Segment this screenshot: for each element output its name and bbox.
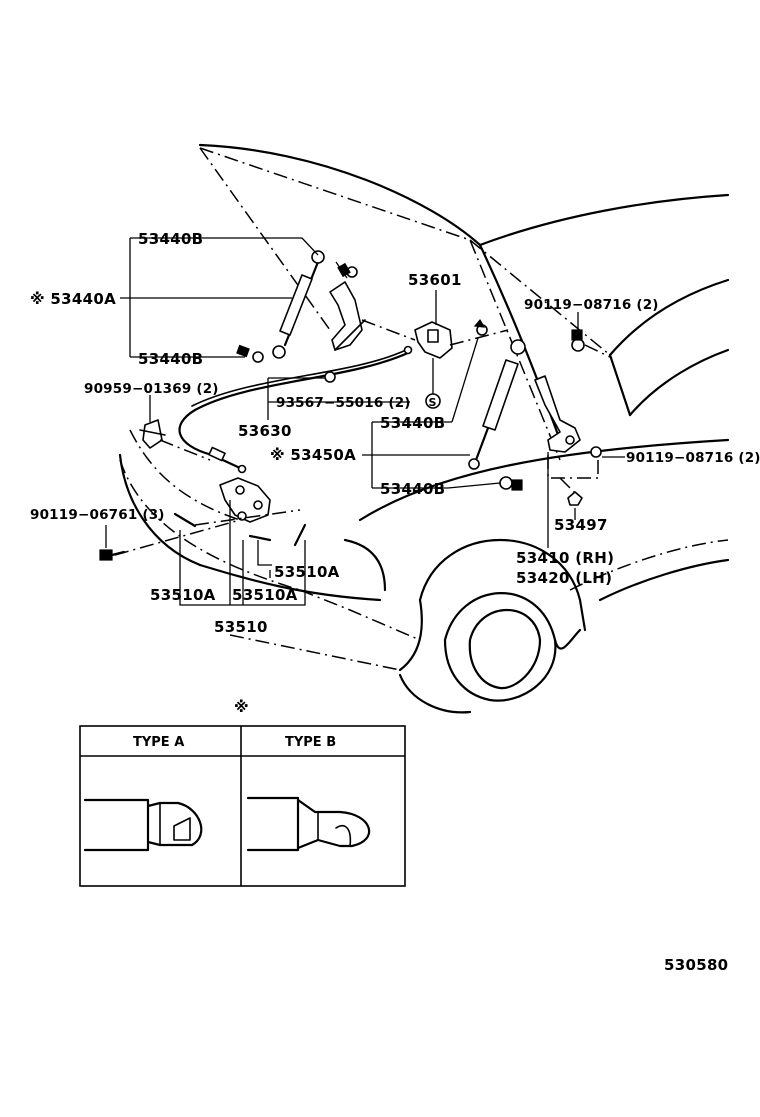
bolt-90119-08716-top [571, 329, 585, 352]
label-90119-08716-right: 90119−08716 (2) [626, 450, 760, 466]
part-labels: 53440B ※ 53440A 53440B 90959−01369 (2) 9… [30, 230, 760, 636]
label-53630: 53630 [238, 422, 292, 440]
s-mark-circle [425, 393, 441, 409]
label-53510a-right: 53510A [274, 563, 340, 581]
bolt-90119-06761 [99, 549, 126, 561]
type-b-rod-end [246, 796, 371, 852]
washer-53497 [567, 491, 583, 506]
label-53450a: ※ 53450A [270, 446, 356, 464]
type-a-rod-end [83, 798, 203, 852]
hood-lock-assembly [219, 477, 271, 523]
s-mark-letter: S [429, 396, 437, 409]
label-93567-55016: 93567−55016 (2) [276, 395, 411, 411]
label-53420-lh: 53420 (LH) [516, 569, 612, 587]
label-90119-06761: 90119−06761 (3) [30, 507, 165, 523]
bolt-53440b-top [335, 261, 358, 279]
label-53601: 53601 [408, 271, 462, 289]
clip-90959 [139, 419, 166, 449]
label-53510a-middle: 53510A [232, 586, 298, 604]
label-53440b-mid: 53440B [138, 350, 203, 368]
label-53440a: ※ 53440A [30, 290, 116, 308]
type-legend: ※ TYPE A TYPE B [79, 698, 406, 887]
label-53440b-top: 53440B [138, 230, 203, 248]
bolt-90119-08716-right [590, 446, 602, 458]
bolts-53510a [173, 512, 307, 547]
legend-type-b-header: TYPE B [285, 735, 336, 750]
label-53440b-right-1: 53440B [380, 414, 445, 432]
car-body-outline [118, 143, 730, 714]
bolt-53440b-mid [236, 344, 264, 363]
hood-hinge-right [534, 375, 581, 453]
hood-hinge-left [329, 281, 366, 351]
label-90119-08716-top: 90119−08716 (2) [524, 297, 659, 313]
label-53510: 53510 [214, 618, 268, 636]
hood-support-rod-right [468, 339, 526, 470]
hood-release-cable [178, 345, 413, 474]
hood-support-rod-left [272, 250, 325, 359]
label-90959-01369: 90959−01369 (2) [84, 381, 219, 397]
guide-lines [114, 319, 613, 556]
label-53510a-left: 53510A [150, 586, 216, 604]
label-53410-rh: 53410 (RH) [516, 549, 614, 567]
legend-type-a-header: TYPE A [133, 735, 184, 750]
label-53497: 53497 [554, 516, 608, 534]
leader-lines [105, 237, 625, 606]
bolt-53440b-right [499, 476, 523, 491]
hood-lock-striker [414, 318, 488, 359]
figure-id: 530580 [664, 956, 728, 974]
legend-note-mark: ※ [234, 698, 249, 716]
label-53440b-right-2: 53440B [380, 480, 445, 498]
